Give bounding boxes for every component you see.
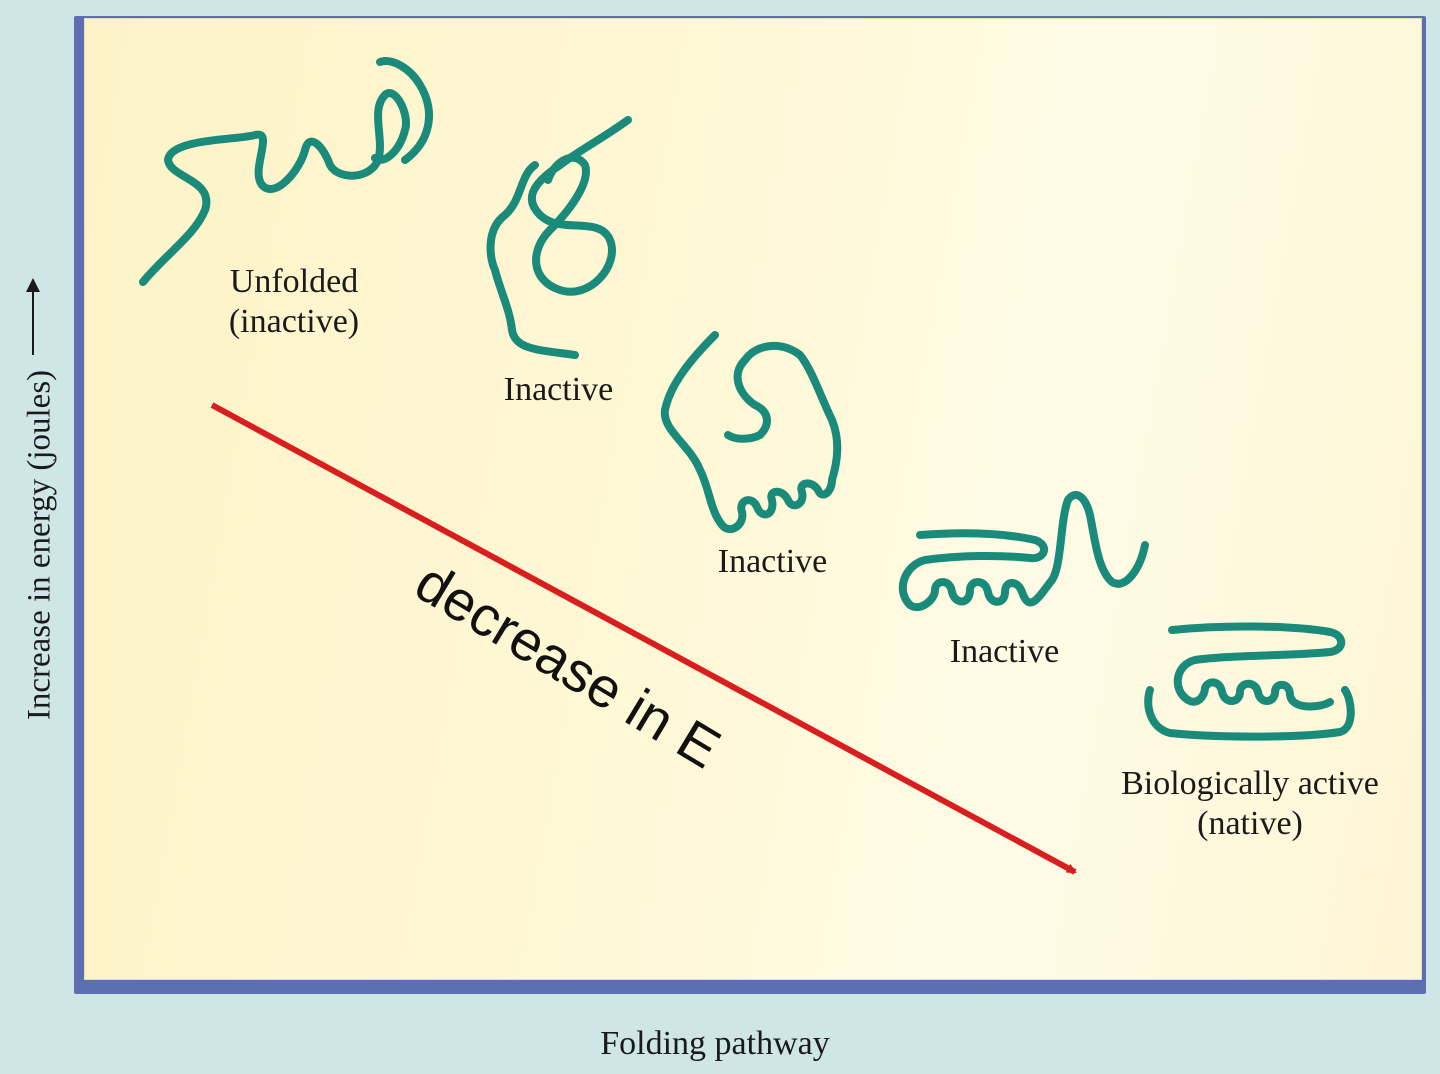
inactive-protein-strand-1 — [486, 116, 632, 359]
native-protein-strand — [1144, 622, 1355, 741]
state-label-line2: (inactive) — [228, 303, 360, 340]
state-label-inactive-3: Inactive — [932, 632, 1077, 672]
state-label-line1: Inactive — [717, 543, 828, 580]
y-axis-arrowhead — [26, 278, 40, 292]
state-label-line2: (native) — [1197, 805, 1303, 842]
state-label-native: Biologically active (native) — [1095, 764, 1405, 844]
state-label-line1: Biologically active — [1121, 765, 1379, 802]
inactive-protein-strand-3 — [898, 491, 1149, 612]
inactive-protein-strand-2 — [660, 331, 842, 534]
energy-decrease-arrow — [210, 402, 1077, 875]
state-label-inactive-2: Inactive — [700, 542, 845, 582]
x-axis-label: Folding pathway — [600, 1025, 830, 1062]
state-label-inactive-1: Inactive — [486, 370, 631, 410]
y-axis-label: Increase in energy (joules) — [21, 369, 58, 721]
state-label-line1: Inactive — [503, 371, 614, 408]
state-label-line1: Inactive — [949, 633, 1060, 670]
unfolded-protein-strand — [139, 57, 433, 286]
state-label-unfolded: Unfolded (inactive) — [214, 262, 374, 342]
state-label-line1: Unfolded — [229, 263, 359, 300]
